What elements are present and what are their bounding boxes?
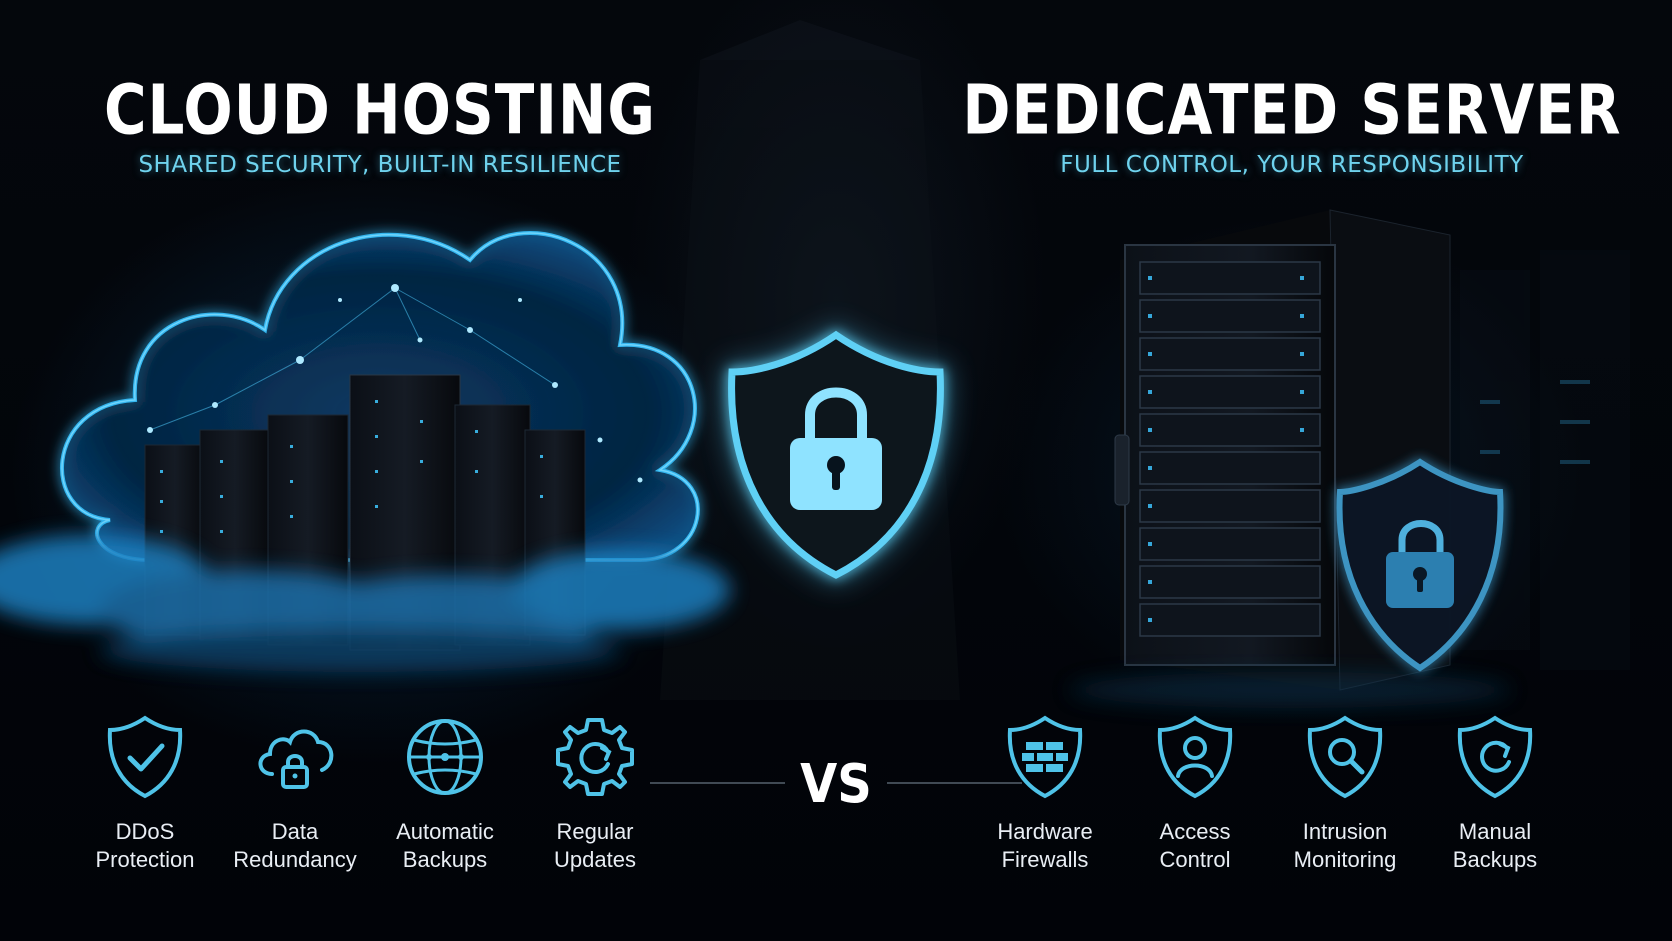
- shield-check-icon: [107, 715, 183, 799]
- feature-intrusion-monitoring: Intrusion Monitoring: [1270, 712, 1420, 882]
- dedicated-server-title: DEDICATED SERVER: [962, 70, 1622, 151]
- feature-label: Access Control: [1159, 819, 1231, 872]
- cloud-hosting-title: CLOUD HOSTING: [103, 70, 657, 151]
- feature-access-control: Access Control: [1120, 712, 1270, 882]
- shield-search-icon: [1307, 715, 1383, 799]
- cloud-lock-icon: [258, 729, 334, 789]
- feature-regular-updates: Regular Updates: [520, 712, 670, 882]
- shield-firewall-icon: [1007, 715, 1083, 799]
- feature-manual-backups: Manual Backups: [1420, 712, 1570, 882]
- shield-user-icon: [1157, 715, 1233, 799]
- feature-label: Hardware Firewalls: [997, 819, 1093, 872]
- divider-line: [650, 20, 1022, 784]
- feature-data-redundancy: Data Redundancy: [220, 712, 370, 882]
- dedicated-server-illustration: [1070, 209, 1630, 708]
- feature-automatic-backups: Automatic Backups: [370, 712, 520, 882]
- shield-refresh-icon: [1457, 715, 1533, 799]
- feature-label: DDoS Protection: [95, 819, 195, 872]
- cloud-features: DDoS Protection Data Redundancy Automati…: [70, 712, 670, 882]
- vs-label: VS: [800, 752, 872, 816]
- cloud-illustration: [0, 231, 730, 672]
- gear-refresh-icon: [556, 718, 634, 796]
- feature-label: Data Redundancy: [233, 819, 357, 872]
- cloud-hosting-subtitle: SHARED SECURITY, BUILT-IN RESILIENCE: [138, 152, 622, 178]
- feature-ddos-protection: DDoS Protection: [70, 712, 220, 882]
- feature-hardware-firewalls: Hardware Firewalls: [970, 712, 1120, 882]
- feature-label: Regular Updates: [554, 819, 636, 872]
- center-shield: [724, 326, 948, 583]
- feature-label: Automatic Backups: [396, 819, 494, 872]
- cloud-mist: [0, 535, 730, 672]
- dedicated-features: Hardware Firewalls Access Control Intrus…: [970, 712, 1570, 882]
- feature-label: Intrusion Monitoring: [1293, 819, 1397, 872]
- globe-network-icon: [407, 719, 483, 795]
- feature-label: Manual Backups: [1452, 819, 1538, 872]
- dedicated-server-subtitle: FULL CONTROL, YOUR RESPONSIBILITY: [1060, 152, 1524, 178]
